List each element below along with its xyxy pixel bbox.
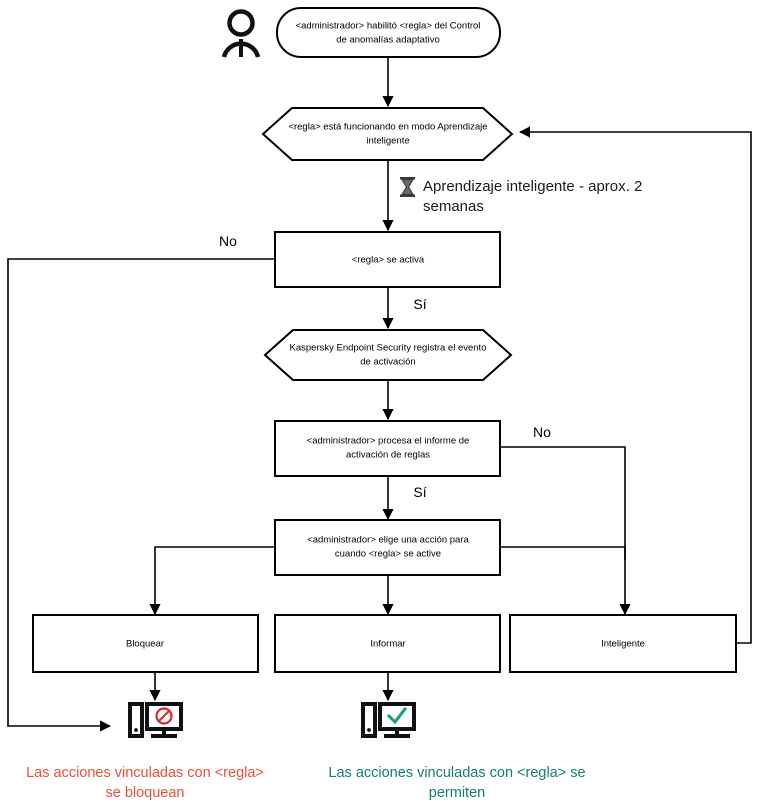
- node-start-line1: <administrador> habilitó <regla> del Con…: [296, 21, 481, 32]
- node-rule-triggers-line1: <regla> se activa: [352, 255, 425, 266]
- outcome-blocked-line1: Las acciones vinculadas con <regla>: [26, 765, 264, 781]
- computer-allowed-icon: [361, 702, 416, 738]
- node-action-smart-label: Inteligente: [601, 639, 645, 650]
- connector-layer: [7, 57, 752, 732]
- outcome-allowed-line1: Las acciones vinculadas con <regla> se: [328, 765, 585, 781]
- edge-label-si-triggers: Sí: [413, 296, 426, 312]
- node-event-logged[interactable]: Kaspersky Endpoint Security registra el …: [263, 329, 513, 381]
- user-actor-icon: [221, 9, 261, 58]
- timer-annotation-line1: Aprendizaje inteligente - aprox. 2: [423, 178, 642, 195]
- node-learning-mode-line1: <regla> está funcionando en modo Aprendi…: [288, 122, 487, 133]
- edge-triggers-no-to-blocked: [7, 258, 275, 732]
- node-action-inform-label: Informar: [370, 639, 405, 650]
- edge-report-no-to-right-rail: [500, 446, 626, 560]
- hourglass-icon: [400, 177, 415, 197]
- node-action-block-label: Bloquear: [126, 639, 164, 650]
- node-learning-mode[interactable]: <regla> está funcionando en modo Aprendi…: [261, 107, 514, 161]
- edge-choose-to-inteligente: [500, 546, 631, 616]
- edge-label-si-report: Sí: [413, 484, 426, 500]
- edge-label-no-report: No: [533, 424, 551, 440]
- node-choose-action-line2: cuando <regla> se active: [335, 549, 441, 560]
- computer-blocked-icon: [128, 702, 183, 738]
- node-start-line2: de anomalías adaptativo: [336, 35, 440, 46]
- edge-inteligente-to-learning: [518, 126, 752, 644]
- node-process-report-line2: activación de reglas: [346, 450, 430, 461]
- node-learning-mode-line2: inteligente: [366, 136, 409, 147]
- node-action-smart[interactable]: Inteligente: [509, 614, 737, 673]
- edge-label-no-triggers: No: [219, 233, 237, 249]
- node-action-inform[interactable]: Informar: [274, 614, 501, 673]
- node-process-report[interactable]: <administrador> procesa el informe de ac…: [274, 420, 501, 477]
- node-choose-action[interactable]: <administrador> elige una acción para cu…: [274, 519, 501, 576]
- node-rule-triggers[interactable]: <regla> se activa: [274, 231, 501, 288]
- edge-choose-to-bloquear: [149, 546, 275, 616]
- timer-annotation: Aprendizaje inteligente - aprox. 2 seman…: [400, 177, 642, 215]
- timer-annotation-line2: semanas: [423, 198, 484, 215]
- node-action-block[interactable]: Bloquear: [32, 614, 259, 673]
- node-process-report-line1: <administrador> procesa el informe de: [307, 436, 470, 447]
- node-choose-action-line1: <administrador> elige una acción para: [307, 535, 469, 546]
- outcome-blocked-line2: se bloquean: [105, 785, 184, 801]
- outcome-allowed-line2: permiten: [429, 785, 485, 801]
- node-start[interactable]: <administrador> habilitó <regla> del Con…: [276, 7, 501, 58]
- outcome-allowed-caption: Las acciones vinculadas con <regla> se p…: [328, 765, 585, 801]
- outcome-blocked-caption: Las acciones vinculadas con <regla> se b…: [26, 765, 264, 801]
- node-event-logged-line2: de activación: [360, 357, 415, 368]
- node-event-logged-line1: Kaspersky Endpoint Security registra el …: [290, 343, 487, 354]
